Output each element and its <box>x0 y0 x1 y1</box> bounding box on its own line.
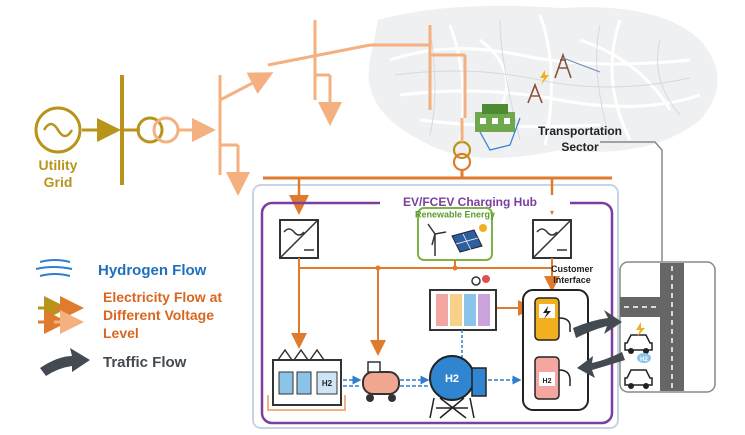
electrolyzer-icon <box>272 348 342 406</box>
legend-electricity-label: Electricity Flow at <box>103 289 222 305</box>
traffic-arrow-in <box>573 310 622 338</box>
utility-grid-label: Utility <box>39 157 78 173</box>
h2-dispenser-label: H2 <box>543 378 552 385</box>
converter-right-icon <box>532 219 572 259</box>
renewable-label: Renewable Energy <box>415 209 495 219</box>
legend-electricity-label-2: Different Voltage <box>103 307 214 323</box>
traffic-arrow-out <box>577 352 625 378</box>
ev-charger-icon <box>534 297 571 341</box>
customer-label-2: Interface <box>553 275 591 285</box>
map-link-line <box>479 117 521 151</box>
transportation-label-2: Sector <box>561 140 599 154</box>
hub-internal-wiring <box>291 258 560 356</box>
legend-hydrogen-label: Hydrogen Flow <box>98 262 207 279</box>
transformer-icon <box>136 116 180 144</box>
h2-storage-label: H2 <box>445 373 459 385</box>
solar-panel-icon <box>451 224 487 253</box>
transmission-tower-icon <box>527 52 601 104</box>
converter-left-icon <box>279 219 319 259</box>
fuel-cell-icon <box>429 275 497 331</box>
h2-storage-icon <box>429 355 487 419</box>
legend-hydrogen-icon <box>35 259 73 277</box>
substation-icon <box>475 104 515 132</box>
fcev-car-icon <box>624 353 653 389</box>
distribution-network <box>178 20 467 196</box>
road-network <box>620 263 684 391</box>
wind-turbine-icon <box>427 223 447 256</box>
ev-car-icon <box>624 322 653 354</box>
legend-traffic-icon <box>40 348 90 376</box>
h2-dispenser-icon <box>534 356 571 400</box>
transportation-label: Transportation <box>538 124 622 138</box>
electrolyzer-h2-label: H2 <box>322 379 333 388</box>
bolt-icon <box>540 70 549 85</box>
utility-grid-icon <box>34 106 82 154</box>
legend-electricity-icon <box>38 296 84 334</box>
junction-dot-2 <box>452 265 458 271</box>
legend-electricity-label-3: Level <box>103 325 139 341</box>
hydrogen-flow-lines <box>343 375 522 387</box>
legend-traffic-label: Traffic Flow <box>103 354 187 371</box>
transport-connector <box>600 141 663 262</box>
fcev-h2-label: H2 <box>640 357 648 363</box>
hub-title: EV/FCEV Charging Hub <box>403 195 537 209</box>
customer-label: Customer <box>551 264 594 274</box>
compressor-icon <box>362 361 400 402</box>
utility-grid-label-2: Grid <box>44 174 73 190</box>
junction-dot-1 <box>375 265 381 271</box>
electrolyzer-water-loop <box>267 395 346 411</box>
